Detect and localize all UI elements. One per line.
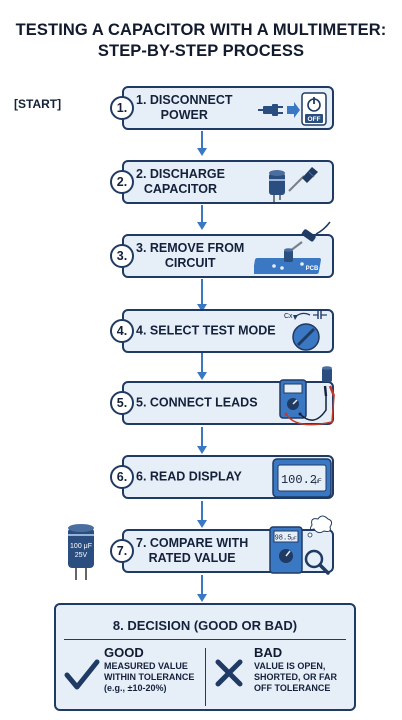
decision-title: 8. DECISION (GOOD OR BAD): [112, 618, 298, 633]
capacitor-icon: 100 μF 25V: [68, 524, 94, 580]
decision-box: 8. DECISION (GOOD OR BAD) GOOD MEASURED …: [54, 603, 356, 711]
compare-unit: μF: [291, 536, 297, 541]
step-6-number: 6.: [110, 465, 134, 489]
step-5-label: 5. CONNECT LEADS: [136, 395, 258, 410]
capacitor-screwdriver-icon: [269, 167, 318, 202]
step-7-label: 7. COMPARE WITH RATED VALUE: [136, 536, 249, 565]
step-5-box: 5. CONNECT LEADS: [122, 366, 336, 426]
multimeter-leads-icon: [279, 366, 336, 426]
page-title: TESTING A CAPACITOR WITH A MULTIMETER: S…: [0, 20, 402, 62]
display-unit: μF: [314, 479, 321, 485]
step-2-box: 2. DISCHARGE CAPACITOR: [122, 160, 334, 204]
soldering-iron-pcb-icon: PCB: [254, 221, 331, 274]
step-1-number: 1.: [110, 96, 134, 120]
step-4-box: 4. SELECT TEST MODE Cx: [122, 309, 334, 353]
arrow-7-8: [197, 575, 207, 602]
decision-vertical-divider: [205, 648, 206, 706]
selector-dial-icon: Cx: [284, 311, 327, 351]
cx-text: Cx: [284, 313, 293, 320]
arrow-5-6: [197, 427, 207, 454]
step-4-number: 4.: [110, 319, 134, 343]
step-7-box: 7. COMPARE WITH RATED VALUE 98.5 μF: [122, 515, 334, 575]
step-3-box: 3. REMOVE FROM CIRCUIT PCB: [122, 221, 334, 278]
step-2-number: 2.: [110, 170, 134, 194]
step-5-number: 5.: [110, 391, 134, 415]
step-7-number: 7.: [110, 539, 134, 563]
arrow-6-7: [197, 501, 207, 528]
good-description: MEASURED VALUE WITHIN TOLERANCE (e.g., ±…: [104, 661, 195, 693]
good-title: GOOD: [104, 645, 144, 660]
start-label: [START]: [14, 97, 62, 111]
step-4-label: 4. SELECT TEST MODE: [136, 323, 276, 338]
arrow-3-4: [197, 279, 207, 312]
step-1-box: 1. DISCONNECT POWER OFF: [122, 86, 334, 130]
compare-reading: 98.5: [275, 535, 292, 543]
arrow-2-3: [197, 205, 207, 230]
bad-title: BAD: [254, 645, 283, 660]
checkmark-icon: [64, 659, 100, 690]
capacitor-voltage: 25V: [75, 552, 88, 559]
power-plug-off-icon: OFF: [258, 92, 327, 126]
multimeter-magnifier-icon: 98.5 μF: [269, 515, 333, 575]
bad-description: VALUE IS OPEN, SHORTED, OR FAR OFF TOLER…: [254, 661, 338, 693]
pcb-text: PCB: [306, 266, 319, 272]
step-3-label: 3. REMOVE FROM CIRCUIT: [136, 241, 245, 270]
cross-icon: [215, 659, 243, 687]
display-reading: 100.2: [281, 473, 317, 487]
step-3-number: 3.: [110, 244, 134, 268]
display-icon: 100.2 μF: [272, 458, 332, 498]
step-1-label: 1. DISCONNECT POWER: [136, 93, 233, 122]
capacitor-value: 100 μF: [70, 543, 92, 550]
step-6-box: 6. READ DISPLAY 100.2 μF: [122, 455, 334, 499]
step-6-label: 6. READ DISPLAY: [136, 469, 242, 484]
decision-divider: [64, 639, 346, 640]
title-line-2: STEP-BY-STEP PROCESS: [97, 42, 305, 60]
title-line-1: TESTING A CAPACITOR WITH A MULTIMETER:: [15, 21, 387, 39]
arrow-1-2: [197, 131, 207, 156]
off-text: OFF: [308, 116, 321, 123]
step-2-label: 2. DISCHARGE CAPACITOR: [136, 167, 225, 196]
arrow-4-5: [197, 353, 207, 380]
